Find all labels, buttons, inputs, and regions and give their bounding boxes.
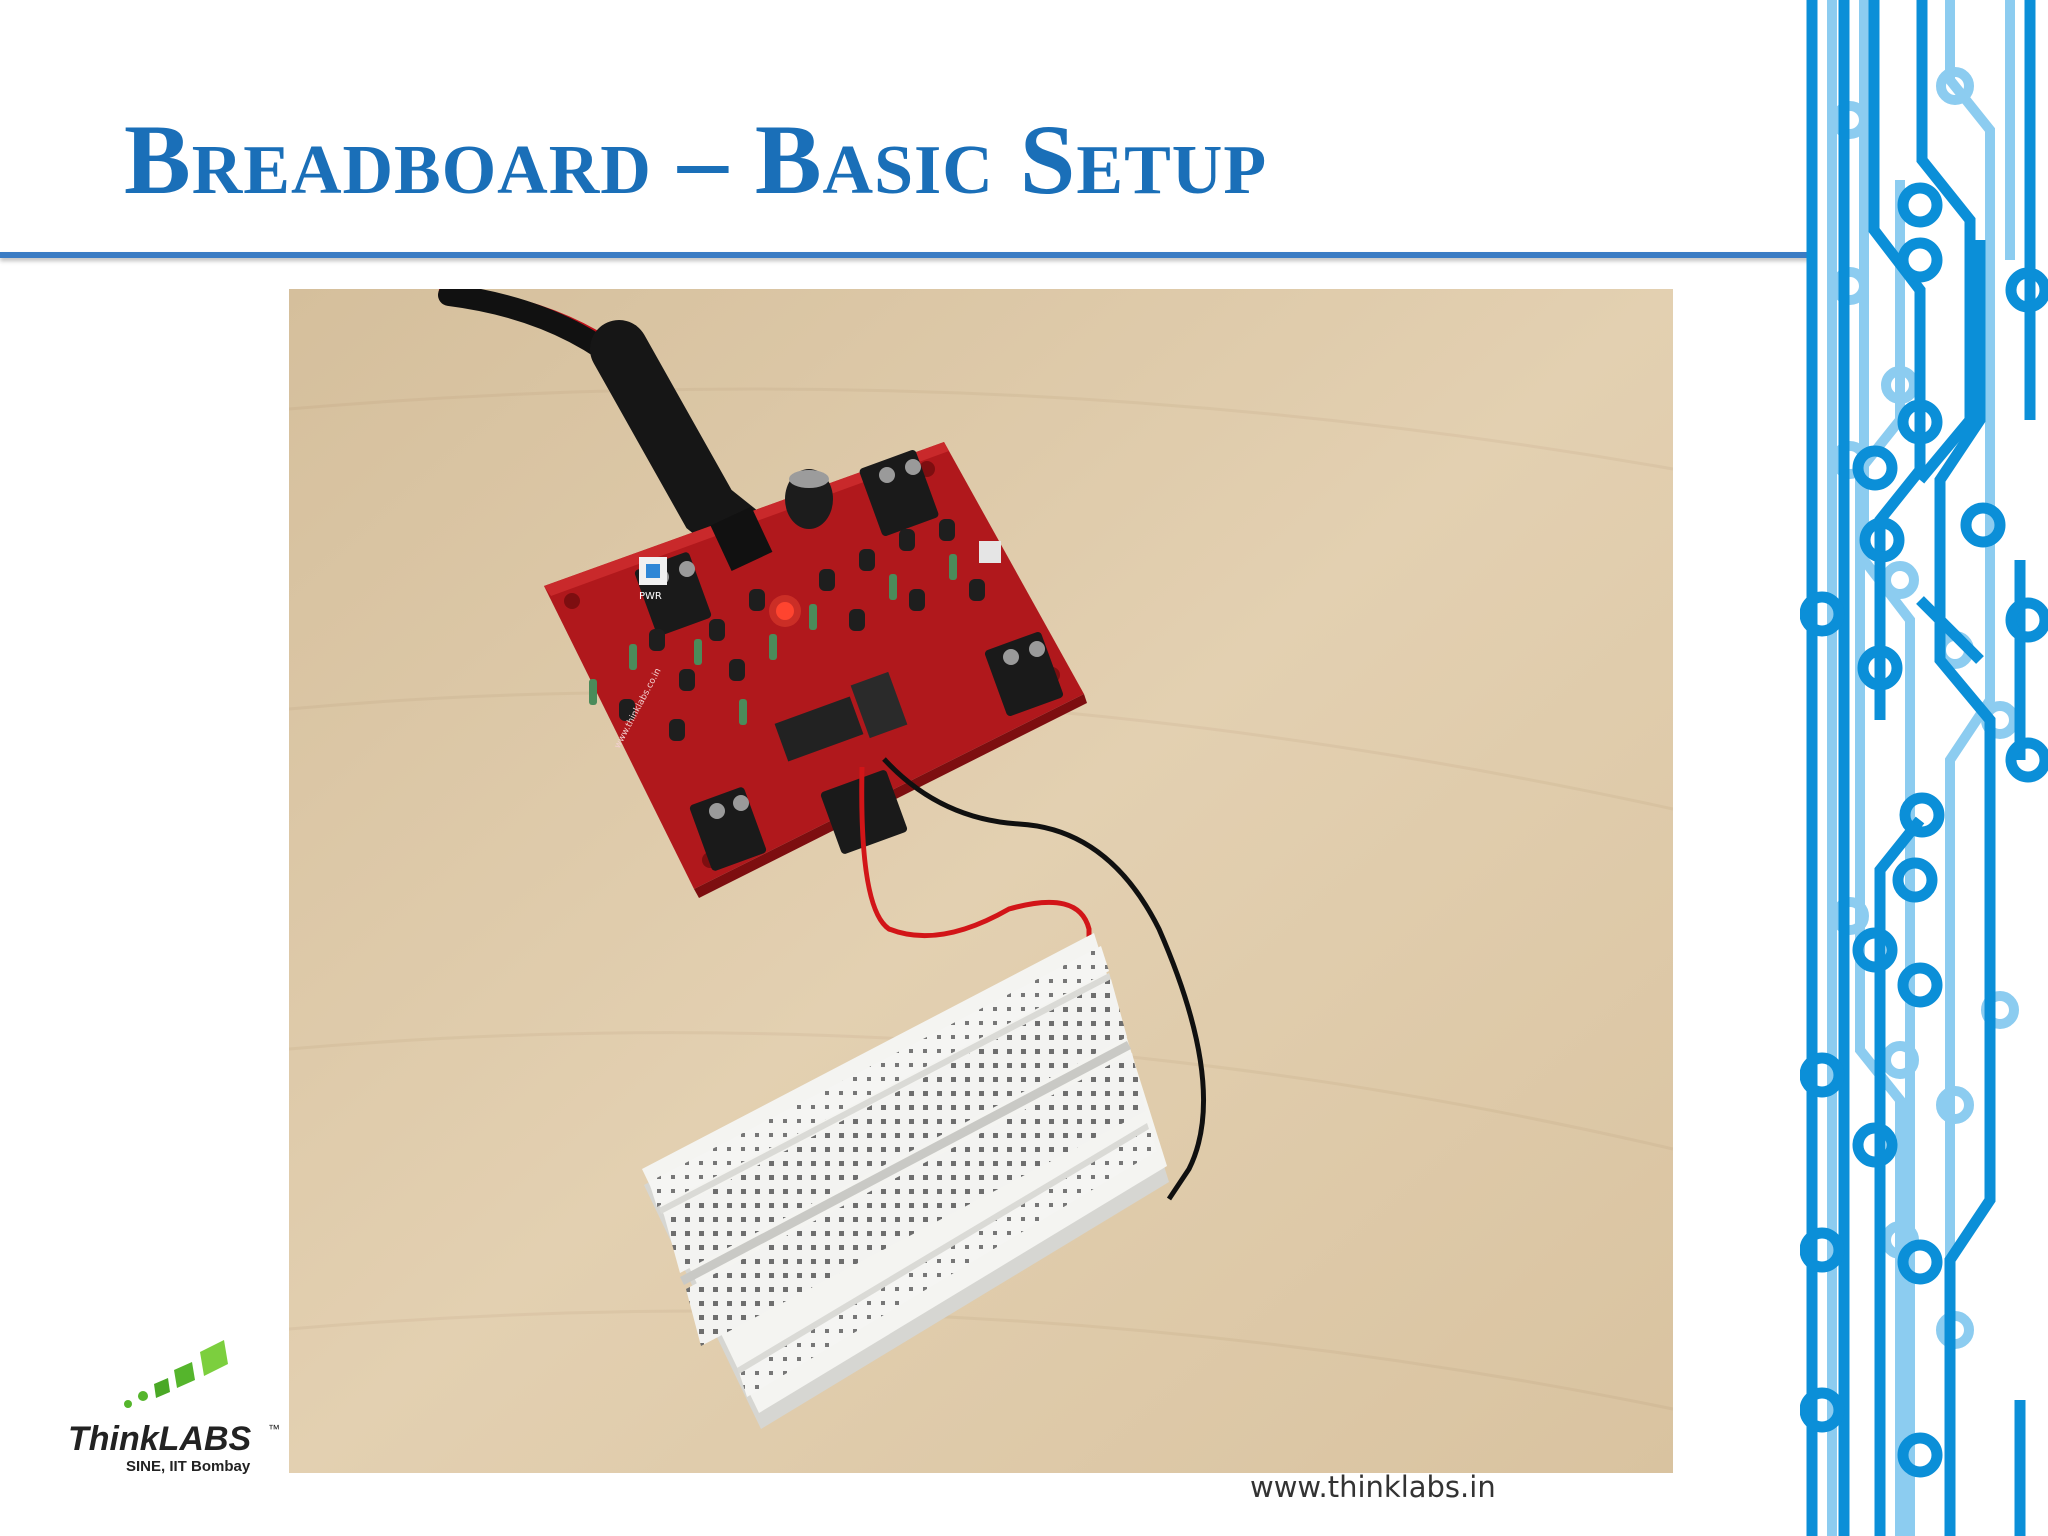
circuit-decoration (1800, 0, 2048, 1536)
logo-trademark: ™ (268, 1422, 280, 1436)
logo-name: ThinkLABS (68, 1420, 252, 1458)
footer-url[interactable]: www.thinklabs.in (1250, 1470, 1496, 1504)
title-divider (0, 252, 1812, 258)
solderless-breadboard (642, 933, 1169, 1429)
red-wire (859, 766, 1092, 957)
breadboard-photo: PWR (289, 289, 1673, 1473)
black-wire (882, 757, 1207, 1201)
logo-mark-icon (124, 1340, 228, 1408)
logo-subtitle: SINE, IIT Bombay (126, 1458, 251, 1475)
slide-title: Breadboard – Basic Setup (124, 104, 1268, 215)
pwr-label: PWR (639, 591, 662, 602)
thinklabs-logo: ThinkLABS ™ SINE, IIT Bombay (64, 1340, 294, 1480)
